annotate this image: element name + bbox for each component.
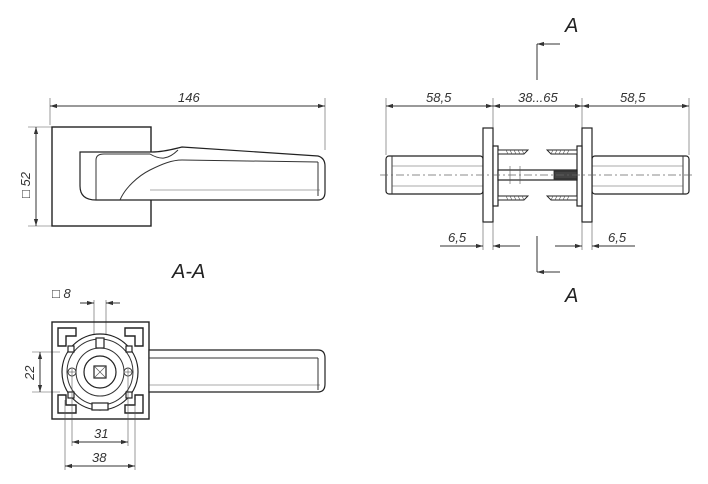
dim-146-label: 146: [178, 90, 200, 105]
section-mark-top: A: [564, 15, 578, 37]
front-view: 146 □ 52: [18, 90, 326, 227]
section-view: A-A □ 8 22: [22, 261, 326, 470]
section-handle-lever: [148, 349, 326, 393]
dim-rose-right: 6,5: [608, 230, 627, 245]
dim-door-range: 38...65: [518, 90, 559, 105]
dim-52-label: □ 52: [18, 171, 33, 198]
section-title: A-A: [171, 261, 205, 283]
dim-square-8: □ 8: [52, 286, 71, 301]
dim-left-length: 58,5: [426, 90, 452, 105]
dim-height-22: 22: [22, 365, 37, 381]
dim-right-length: 58,5: [620, 90, 646, 105]
dim-inner-31: 31: [94, 426, 108, 441]
front-handle-lever: [79, 146, 326, 201]
side-screws: [497, 149, 578, 201]
dim-outer-38: 38: [92, 450, 107, 465]
dim-rose-left: 6,5: [448, 230, 467, 245]
section-mark-bottom: A: [564, 285, 578, 307]
side-view: A 58,5 38...65 58,5: [380, 15, 695, 307]
